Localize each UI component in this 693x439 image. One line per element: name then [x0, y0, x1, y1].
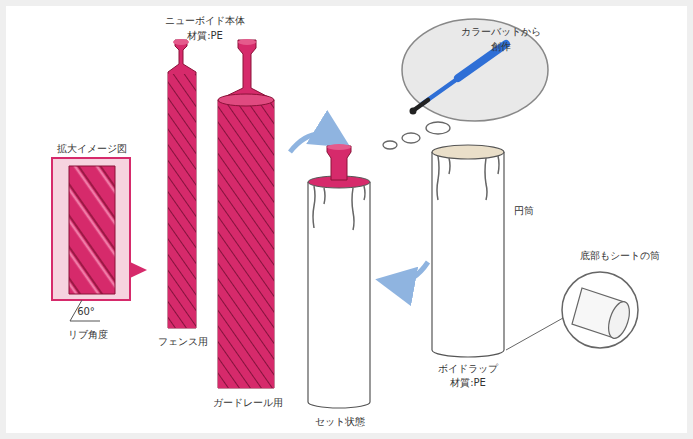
callout-circle: 底部もシートの筒 [552, 248, 672, 352]
node-heading: カラーバットから 創作 [458, 24, 544, 54]
part-name: ニューボイド本体 [165, 14, 245, 27]
callout-outline [552, 248, 672, 352]
state-label: セット状態 [315, 415, 365, 428]
part-name: リブ角度 [68, 328, 108, 341]
part-name: フェンス用 [158, 335, 208, 348]
part-name: ガードレール用 [213, 396, 283, 409]
angle-value: 60° [77, 305, 95, 318]
node-heading: 拡大イメージ図 [57, 141, 127, 156]
material-note: 材質:PE [187, 29, 223, 42]
part-name: ボイドラップ [438, 362, 498, 375]
material-note: 材質:PE [450, 376, 486, 389]
part-name: 円筒 [514, 204, 534, 217]
node-heading: 底部もシートの筒 [580, 248, 660, 263]
magnified-view: 拡大イメージ図 [40, 141, 144, 303]
thought-bubble: カラーバットから 創作 [400, 16, 550, 124]
